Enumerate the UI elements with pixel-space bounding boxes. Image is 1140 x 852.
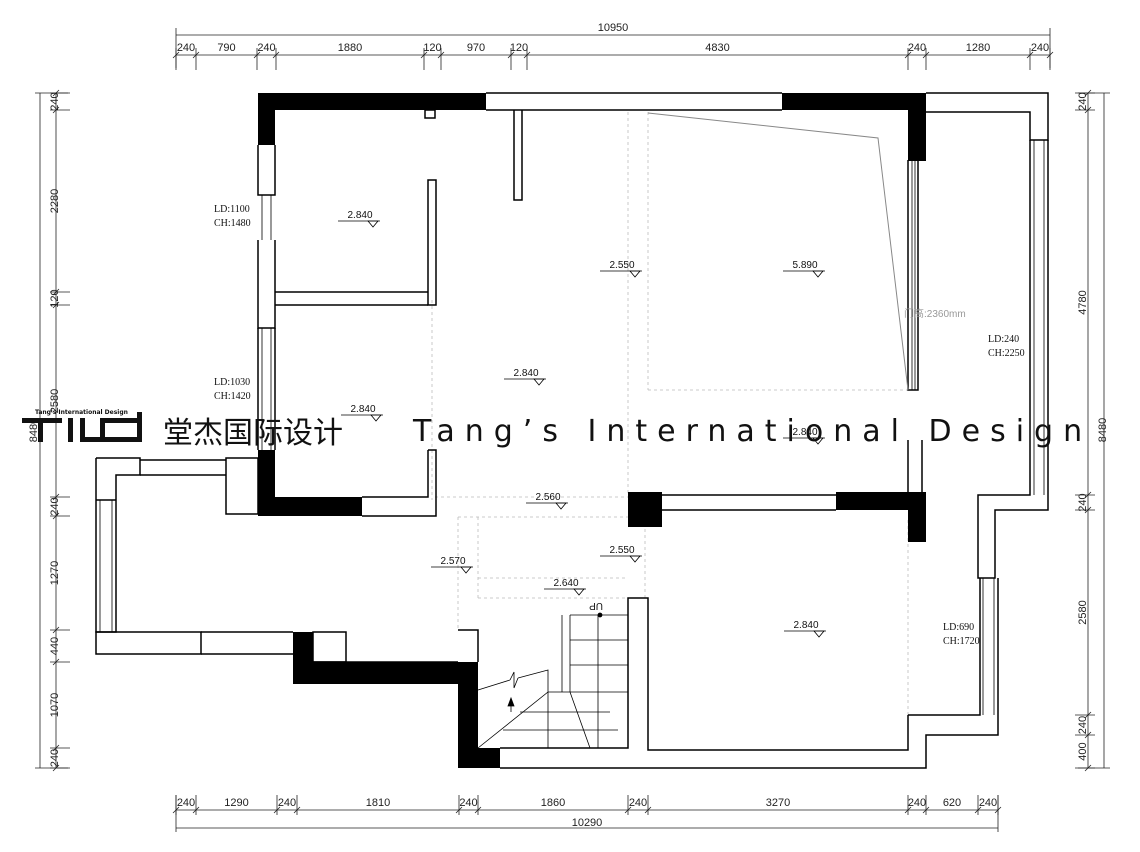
window-note-4-ch: CH:1720 xyxy=(943,636,980,647)
level-value: 2.570 xyxy=(440,556,465,567)
window-note-2-ch: CH:1420 xyxy=(214,391,251,402)
level-marker: 2.550 xyxy=(600,260,642,278)
dim-right-segment: 2580 xyxy=(1077,600,1089,624)
dim-bottom-total: 10290 xyxy=(572,817,603,829)
dim-right-total: 8480 xyxy=(1097,418,1109,442)
dim-bottom-segment: 1290 xyxy=(224,797,248,809)
window-note-4-ld: LD:690 xyxy=(943,622,974,633)
dim-right-segment: 240 xyxy=(1077,716,1089,734)
dim-top-segment: 4830 xyxy=(705,42,729,54)
dim-top-segment: 120 xyxy=(510,42,528,54)
level-value: 2.550 xyxy=(609,260,634,271)
dim-right-segment: 240 xyxy=(1077,92,1089,110)
dim-bottom-segment: 240 xyxy=(177,797,195,809)
dim-bottom-segment: 240 xyxy=(979,797,997,809)
level-value: 5.890 xyxy=(792,260,817,271)
level-value: 2.840 xyxy=(513,368,538,379)
level-value: 2.640 xyxy=(553,578,578,589)
dimension-lines xyxy=(35,28,1110,832)
dim-bottom-segment: 1810 xyxy=(366,797,390,809)
dim-top-segment: 970 xyxy=(467,42,485,54)
level-marker: 2.550 xyxy=(600,545,642,563)
dim-bottom-segment: 240 xyxy=(908,797,926,809)
window-notes: LD:1100 CH:1480 LD:1030 CH:1420 LD:240 C… xyxy=(214,204,1025,647)
window-note-1-ld: LD:1100 xyxy=(214,204,250,215)
dim-bottom-segment: 240 xyxy=(459,797,477,809)
level-value: 2.550 xyxy=(609,545,634,556)
level-marker: 2.570 xyxy=(431,556,473,574)
staircase xyxy=(477,612,628,749)
dim-left-segment: 1070 xyxy=(49,693,61,717)
dashed-reference-lines xyxy=(431,112,909,715)
dim-left-segment: 240 xyxy=(49,497,61,515)
level-markers: 2.840 2.550 5.890 2.840 2.840 2.840 2.560 2.570… xyxy=(338,210,826,638)
level-marker: 2.840 xyxy=(341,404,383,422)
dim-left-segment: 120 xyxy=(49,289,61,307)
dim-right-segment: 4780 xyxy=(1077,290,1089,314)
dim-top-segment: 1880 xyxy=(338,42,362,54)
window-note-3-ld: LD:240 xyxy=(988,334,1019,345)
dim-top-total: 10950 xyxy=(598,22,629,34)
dim-left-segment: 1270 xyxy=(49,561,61,585)
tid-logo xyxy=(22,412,142,442)
dim-bottom-segment: 1860 xyxy=(541,797,565,809)
level-marker: 2.840 xyxy=(783,427,825,445)
window-note-3-ch: CH:2250 xyxy=(988,348,1025,359)
wall-outlines xyxy=(95,92,1049,769)
dim-top-segment: 240 xyxy=(177,42,195,54)
dim-left-segment: 2280 xyxy=(49,189,61,213)
dim-left-segment: 2580 xyxy=(49,389,61,413)
watermark-small-text: Tang's International Design xyxy=(35,409,128,416)
dim-top-segment: 240 xyxy=(1031,42,1049,54)
dim-right-segment: 240 xyxy=(1077,493,1089,511)
level-value: 2.840 xyxy=(350,404,375,415)
dim-left-total: 8480 xyxy=(28,418,40,442)
level-marker: 2.640 xyxy=(544,578,586,596)
solid-walls xyxy=(258,93,926,768)
level-value: 2.840 xyxy=(792,427,817,438)
dim-left-segment: 240 xyxy=(49,749,61,767)
level-marker: 5.890 xyxy=(783,260,825,278)
level-marker: 2.840 xyxy=(338,210,380,228)
dim-bottom-segment: 240 xyxy=(278,797,296,809)
level-value: 2.840 xyxy=(347,210,372,221)
level-value: 2.840 xyxy=(793,620,818,631)
dim-left-segment: 240 xyxy=(49,92,61,110)
windows xyxy=(99,140,1045,715)
watermark-chinese: 堂杰国际设计 xyxy=(163,416,343,451)
dim-bottom-segment: 3270 xyxy=(766,797,790,809)
dim-right-segment: 400 xyxy=(1077,742,1089,760)
dim-bottom-segment: 240 xyxy=(629,797,647,809)
dim-top-segment: 240 xyxy=(257,42,275,54)
watermark-english: Tang’s International Design xyxy=(412,414,1092,449)
window-note-1-ch: CH:1480 xyxy=(214,218,251,229)
dim-top-segment: 240 xyxy=(908,42,926,54)
level-marker: 2.560 xyxy=(526,492,568,510)
level-marker: 2.840 xyxy=(784,620,826,638)
dim-left-segment: 440 xyxy=(49,637,61,655)
stair-up-label: UP xyxy=(589,600,603,611)
watermark: Tang's International Design 堂杰国际设计 Tang’… xyxy=(22,409,1092,451)
window-note-2-ld: LD:1030 xyxy=(214,377,250,388)
door-height-note: 门高:2360mm xyxy=(904,307,966,320)
dimension-labels: 10950 240 790 240 1880 120 970 120 4830 240 1280 24… xyxy=(28,22,1109,829)
level-marker: 2.840 xyxy=(504,368,546,386)
dim-top-segment: 790 xyxy=(217,42,235,54)
dim-top-segment: 1280 xyxy=(966,42,990,54)
level-value: 2.560 xyxy=(535,492,560,503)
dim-bottom-segment: 620 xyxy=(943,797,961,809)
dim-top-segment: 120 xyxy=(423,42,441,54)
